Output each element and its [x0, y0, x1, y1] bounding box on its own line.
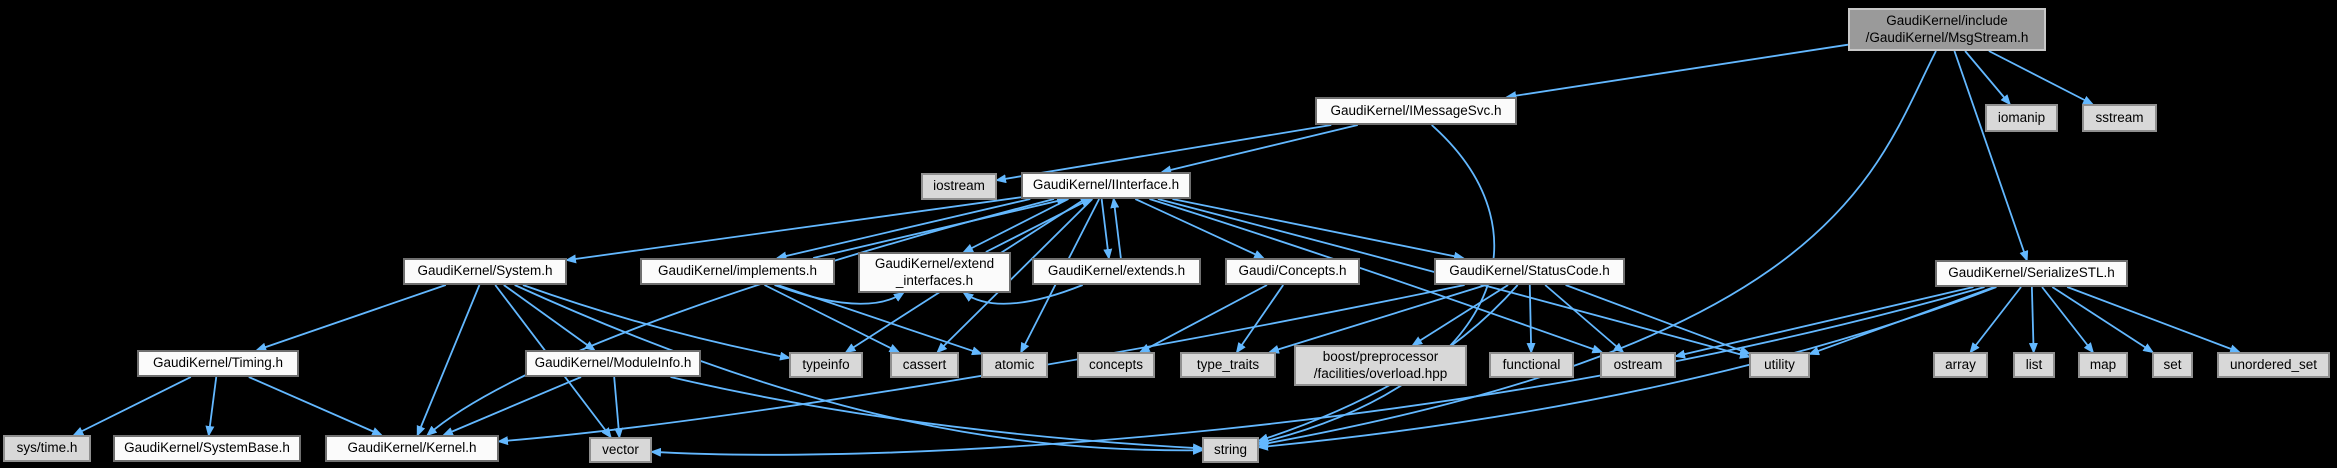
node-imessagesvc[interactable]: GaudiKernel/IMessageSvc.h [1315, 97, 1517, 125]
node-map: map [2078, 352, 2128, 378]
edge-iinterface-to-cassert [936, 198, 1093, 354]
edge-statuscode-to-kernel [497, 284, 1465, 446]
node-cassert: cassert [890, 352, 959, 378]
edge-implements-to-cassert [764, 284, 901, 353]
node-vector: vector [589, 437, 652, 463]
node-extends[interactable]: GaudiKernel/extends.h [1032, 258, 1201, 285]
edge-statuscode-to-type_traits [1268, 284, 1487, 354]
node-kernel[interactable]: GaudiKernel/Kernel.h [325, 435, 499, 462]
node-extend_interfaces[interactable]: GaudiKernel/extend _interfaces.h [858, 252, 1011, 293]
edge-timing-to-kernel [248, 376, 384, 436]
edge-serializestl-to-map [2041, 286, 2095, 354]
edge-serializestl-to-string [1257, 286, 1997, 451]
edge-msgstream-to-iomanip [1964, 50, 2011, 106]
node-serializestl[interactable]: GaudiKernel/SerializeSTL.h [1935, 260, 2128, 287]
edge-timing-to-systime [72, 376, 192, 436]
node-concepts_h[interactable]: Gaudi/Concepts.h [1225, 258, 1360, 285]
edge-iinterface-to-implements [775, 198, 1031, 261]
edge-concepts_h-to-concepts [1138, 284, 1268, 353]
node-typeinfo: typeinfo [789, 352, 863, 378]
node-timing[interactable]: GaudiKernel/Timing.h [137, 350, 299, 377]
node-statuscode[interactable]: GaudiKernel/StatusCode.h [1434, 258, 1625, 285]
node-iostream: iostream [921, 173, 997, 200]
node-unordered_set: unordered_set [2217, 352, 2330, 378]
edge-iinterface-to-kernel [426, 198, 1055, 437]
edge-iinterface-to-statuscode [1172, 198, 1465, 261]
node-sstream: sstream [2082, 104, 2157, 132]
edge-statuscode-to-ostream [1544, 284, 1625, 354]
edge-system-to-typeinfo [522, 284, 791, 361]
node-systime: sys/time.h [3, 435, 91, 462]
node-utility: utility [1749, 352, 1810, 378]
edge-moduleinfo-to-vector [613, 376, 624, 439]
node-list: list [2013, 352, 2055, 378]
node-ostream: ostream [1600, 352, 1676, 378]
node-array: array [1933, 352, 1988, 378]
node-msgstream: GaudiKernel/include /GaudiKernel/MsgStre… [1848, 8, 2046, 51]
node-boost: boost/preprocessor /facilities/overload.… [1294, 345, 1467, 386]
edge-extends-to-iinterface [1110, 197, 1122, 259]
edge-iinterface-to-utility [1157, 198, 1751, 359]
edge-system-to-moduleinfo [503, 284, 596, 352]
edge-serializestl-to-vector [650, 286, 1985, 457]
node-implements[interactable]: GaudiKernel/implements.h [640, 258, 835, 285]
edge-extends-to-extend_interfaces [962, 284, 1084, 305]
node-functional: functional [1489, 352, 1574, 378]
edge-iinterface-to-system [565, 196, 1022, 264]
edge-timing-to-systembase [205, 376, 218, 437]
edge-implements-to-iinterface [812, 196, 1068, 259]
edge-concepts_h-to-type_traits [1235, 284, 1284, 354]
edge-iinterface-to-concepts_h [1134, 198, 1266, 259]
edge-statuscode-to-functional [1526, 284, 1536, 354]
node-moduleinfo[interactable]: GaudiKernel/ModuleInfo.h [525, 350, 701, 377]
node-type_traits: type_traits [1180, 352, 1276, 378]
edge-moduleinfo-to-kernel [442, 376, 582, 436]
edge-implements-to-extend_interfaces [774, 284, 905, 305]
node-system[interactable]: GaudiKernel/System.h [403, 258, 567, 285]
node-atomic: atomic [981, 352, 1048, 378]
edge-statuscode-to-utility [1565, 284, 1751, 355]
node-iomanip: iomanip [1985, 104, 2058, 132]
edge-iinterface-to-extends [1100, 198, 1113, 260]
edge-serializestl-to-list [2028, 286, 2038, 354]
edge-imessagesvc-to-iostream [995, 124, 1332, 184]
edge-extend_interfaces-to-iinterface [985, 198, 1093, 253]
edge-serializestl-to-array [1969, 286, 2022, 354]
node-string: string [1202, 437, 1259, 463]
node-set: set [2152, 352, 2193, 378]
edge-statuscode-to-boost [1411, 284, 1509, 347]
edge-msgstream-to-sstream [1988, 50, 2094, 105]
edge-imessagesvc-to-iinterface [1160, 124, 1358, 175]
edge-serializestl-to-unordered_set [2066, 286, 2241, 354]
edge-msgstream-to-imessagesvc [1505, 43, 1849, 101]
edge-serializestl-to-set [2051, 286, 2155, 354]
edge-system-to-kernel [416, 284, 481, 437]
node-iinterface[interactable]: GaudiKernel/IInterface.h [1021, 172, 1191, 199]
edge-msgstream-to-serializestl [1953, 50, 2029, 262]
edge-moduleinfo-to-string [670, 376, 1204, 453]
edge-implements-to-atomic [777, 284, 983, 356]
node-systembase[interactable]: GaudiKernel/SystemBase.h [113, 435, 301, 462]
node-concepts: concepts [1077, 352, 1155, 378]
edge-system-to-timing [255, 284, 447, 352]
edge-iinterface-to-extend_interfaces [962, 198, 1069, 253]
edge-serializestl-to-ostream [1674, 286, 1974, 359]
